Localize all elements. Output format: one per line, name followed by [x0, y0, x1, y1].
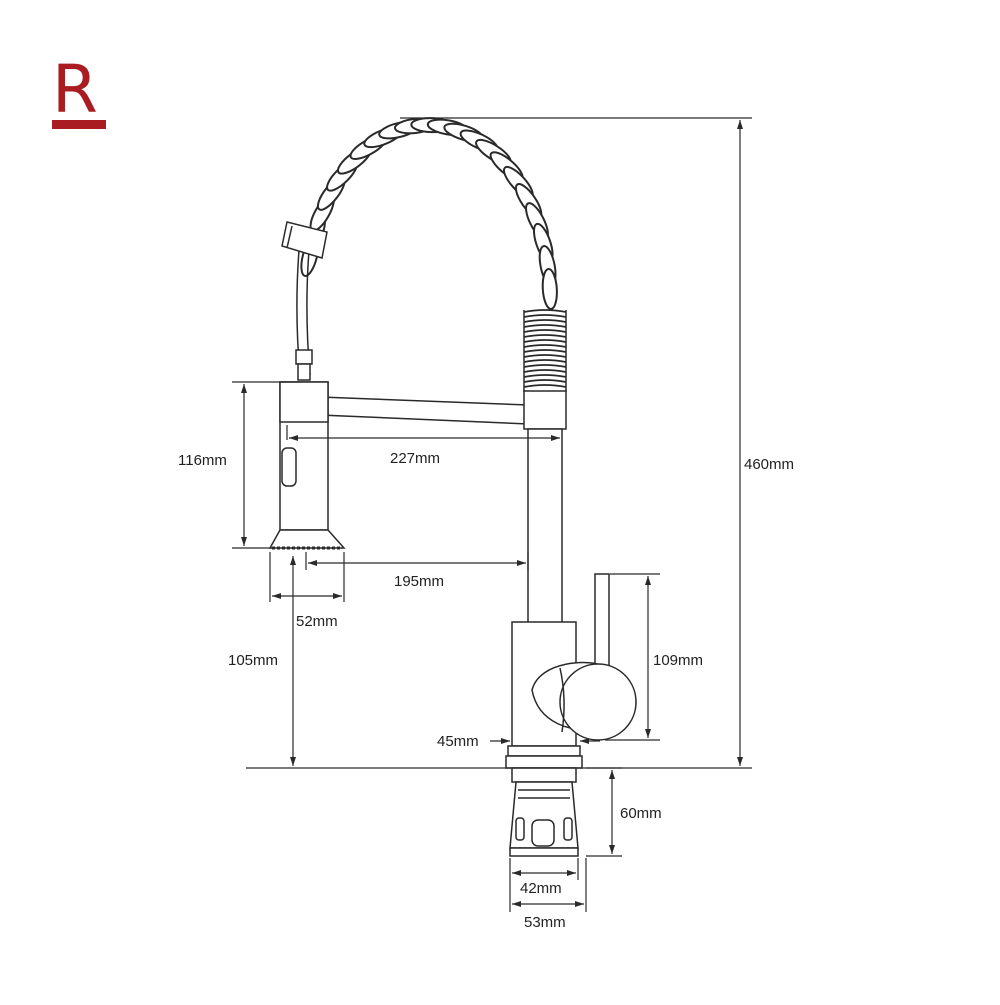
- lower-spring-turn: [523, 359, 567, 363]
- label-reach: 227mm: [390, 450, 440, 467]
- lower-spring-turn: [523, 324, 567, 328]
- label-body-diameter: 45mm: [437, 733, 479, 750]
- lower-spring: [523, 309, 567, 392]
- lower-spring-turn: [523, 339, 567, 343]
- body-pipe: [527, 428, 563, 624]
- shank-top: [511, 767, 577, 783]
- label-sprayer-clearance: 105mm: [228, 652, 278, 669]
- sprayer-button: [281, 447, 297, 487]
- lower-spring-turn: [523, 364, 567, 368]
- brand-logo: R: [52, 51, 106, 129]
- hose-holder: [281, 221, 328, 259]
- label-handle-height: 109mm: [653, 652, 703, 669]
- brand-logo-letter: R: [52, 51, 98, 128]
- brand-logo-underline: [52, 120, 106, 129]
- base-ring: [507, 745, 581, 757]
- label-shank-diameter: 42mm: [520, 880, 562, 897]
- dimension-labels: 460mm 116mm 227mm 195mm 52mm 105mm 109mm…: [178, 450, 794, 931]
- lower-spring-turn: [523, 319, 567, 323]
- handle-knob: [559, 663, 637, 741]
- sprayer-nozzle: [268, 529, 346, 549]
- hose-connector: [295, 349, 313, 365]
- label-sprayer-height: 116mm: [178, 452, 227, 469]
- coil-loop: [541, 268, 558, 310]
- label-base-diameter: 53mm: [524, 914, 566, 931]
- lower-spring-turn: [523, 379, 567, 383]
- label-shank-length: 60mm: [620, 805, 662, 822]
- lower-spring-turn: [523, 369, 567, 373]
- label-spout-body: 195mm: [394, 573, 444, 590]
- handle-lever: [594, 573, 610, 671]
- lower-spring-turn: [523, 314, 567, 318]
- spring-coil: [300, 117, 558, 310]
- lower-spring-turn: [523, 374, 567, 378]
- label-total-height: 460mm: [744, 456, 794, 473]
- lower-spring-turn: [523, 329, 567, 333]
- lower-spring-turn: [523, 354, 567, 358]
- faucet-drawing: [268, 117, 637, 857]
- label-sprayer-diameter: 52mm: [296, 613, 338, 630]
- lower-spring-turn: [523, 344, 567, 348]
- spout-arm: [319, 396, 529, 425]
- lower-spring-turn: [523, 349, 567, 353]
- dimension-lines: [232, 117, 752, 912]
- lower-spring-turn: [523, 334, 567, 338]
- body-collar: [523, 390, 567, 430]
- lower-spring-sides: [523, 310, 567, 392]
- lower-spring-turn: [523, 309, 567, 313]
- lower-spring-turn: [523, 384, 567, 388]
